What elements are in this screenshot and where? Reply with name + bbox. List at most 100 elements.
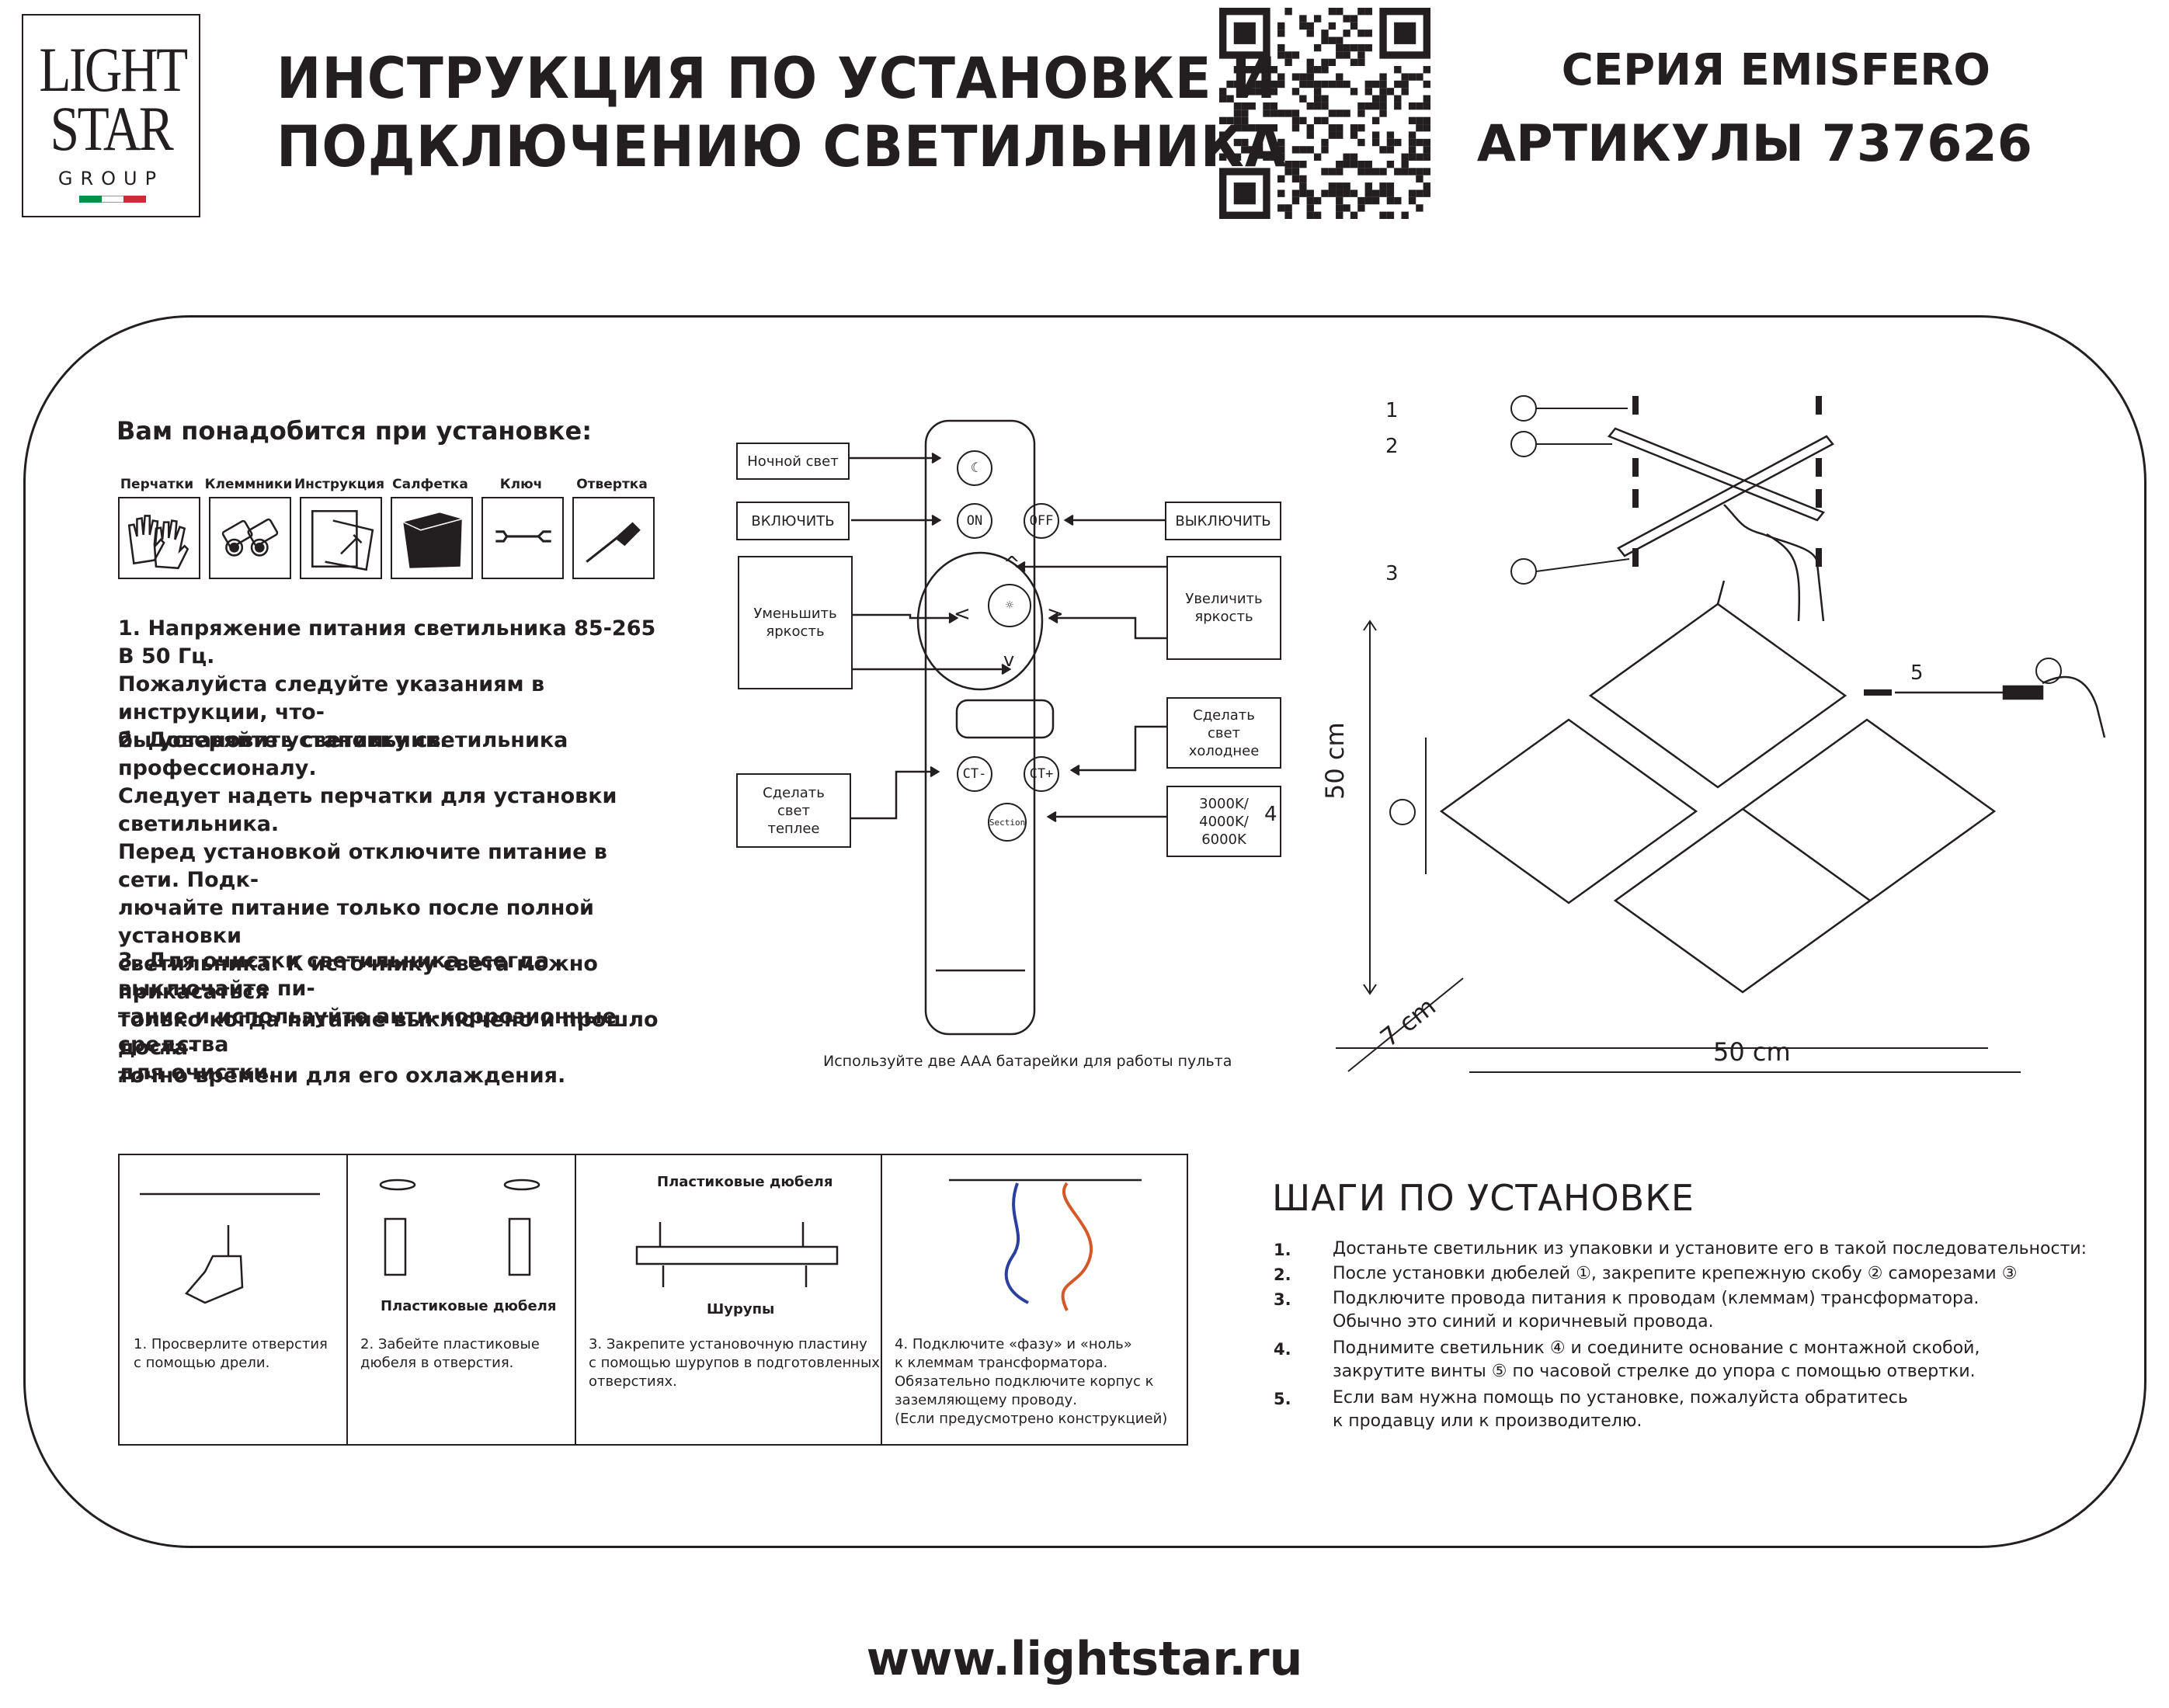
height-dimension: 50 cm [1320, 722, 1350, 800]
screws-label: Шурупы [707, 1301, 775, 1317]
table-divider [346, 1154, 348, 1446]
part-number: 4 [1264, 803, 1277, 826]
label-line: Сделать [1193, 706, 1255, 724]
note-line: точно времени для его охлаждения. [118, 1064, 566, 1088]
label-line: яркость [1194, 609, 1253, 625]
ct-minus-button[interactable]: CT- [957, 756, 992, 792]
note-line: Пожалуйста следуйте указаниям в инструкц… [118, 672, 545, 724]
note-line: для очистки. [118, 1061, 276, 1085]
note-line: Следует надеть перчатки для установки св… [118, 784, 617, 836]
remote-diagram [850, 419, 1166, 1036]
step-caption: 3. Закрепите установочную пластину с пом… [589, 1335, 880, 1391]
step-number: 4. [1274, 1340, 1291, 1359]
bulb-icon: ☼ [1005, 598, 1014, 613]
note-line: 1. Напряжение питания светильника 85-265… [118, 616, 656, 668]
table-divider [881, 1154, 882, 1446]
brand-logo: LIGHT STAR GROUP [22, 14, 200, 217]
tool-label: Перчатки [120, 477, 194, 492]
label-line: 3000K/ [1199, 795, 1249, 812]
down-arrow-icon[interactable]: v [1003, 649, 1015, 671]
wrench-icon [481, 497, 564, 579]
width-dimension-line [1469, 1071, 2021, 1073]
caption-line: 2. Забейте пластиковые [360, 1336, 540, 1352]
section-button[interactable]: Section [988, 803, 1027, 842]
note-line: только когда питание выключено и прошло … [118, 1008, 659, 1060]
step-line: Обычно это синий и коричневый провода. [1333, 1312, 1714, 1331]
note-line: 2. Доверяйте установку светильника профе… [118, 728, 568, 780]
website-link[interactable]: www.lightstar.ru [866, 1632, 1303, 1686]
brightness-button[interactable]: ☼ [988, 584, 1031, 627]
night-light-button[interactable]: ☾ [957, 450, 992, 486]
caption-line: с помощью дрели. [134, 1355, 270, 1371]
left-arrow-icon[interactable]: < [954, 602, 971, 626]
part-number: 1 [1385, 399, 1399, 422]
label-line: Уменьшить [753, 606, 837, 622]
note-2: 2. Доверяйте установку светильника профе… [118, 727, 662, 1090]
label-on: ВКЛЮЧИТЬ [736, 502, 850, 540]
tools-title: Вам понадобится при установке: [116, 416, 592, 446]
label-line: холоднее [1188, 742, 1260, 759]
title-line-1: ИНСТРУКЦИЯ ПО УСТАНОВКЕ И [276, 46, 1277, 112]
label-line: Сделать [763, 784, 825, 801]
note-line: Перед установкой отключите питание в сет… [118, 840, 607, 892]
dowels-label: Пластиковые дюбеля [381, 1298, 557, 1314]
part-number: 5 [1910, 661, 1924, 685]
manual-icon [300, 497, 382, 579]
series-name: СЕРИЯ EMISFERO [1561, 45, 1990, 95]
label-line: Увеличить [1185, 591, 1263, 607]
note-line: 3. Для очистки светильника всегда выключ… [118, 949, 550, 1001]
up-arrow-icon[interactable]: ^ [1003, 553, 1020, 576]
caption-line: с помощью шурупов в подготовленных [589, 1355, 880, 1371]
logo-line-3: GROUP [57, 168, 165, 189]
qr-code-icon [1219, 8, 1430, 219]
logo-line-2: STAR [50, 93, 174, 164]
label-line: 6000K [1201, 831, 1246, 848]
label-dim-down: Уменьшить яркость [738, 556, 853, 689]
caption-line: 4. Подключите «фазу» и «ноль» [895, 1336, 1132, 1352]
battery-note: Используйте две AAA батарейки для работы… [823, 1053, 1232, 1070]
caption-line: заземляющему проводу. [895, 1392, 1077, 1408]
label-dim-up: Увеличить яркость [1166, 556, 1281, 660]
label-line: свет [1207, 724, 1241, 741]
step-line: Поднимите светильник ④ и соедините основ… [1333, 1338, 1980, 1358]
caption-line: к клеммам трансформатора. [895, 1355, 1108, 1371]
part-number: 2 [1385, 435, 1399, 458]
step-line: Если вам нужна помощь по установке, пожа… [1333, 1388, 1908, 1408]
step-caption: 4. Подключите «фазу» и «ноль» к клеммам … [895, 1335, 1167, 1429]
step-line: После установки дюбелей ①, закрепите кре… [1333, 1264, 2018, 1283]
label-line: 4000K/ [1199, 813, 1249, 830]
content-frame [23, 315, 2146, 1548]
tool-label: Ключ [499, 477, 543, 492]
step-number: 3. [1274, 1290, 1291, 1309]
tool-label: Инструкция [294, 477, 385, 492]
cloth-icon [391, 497, 473, 579]
moon-icon: ☾ [970, 460, 979, 476]
note-line: тание и используйте анти-коррозионные ср… [118, 1005, 617, 1057]
ct-plus-button[interactable]: CT+ [1024, 756, 1059, 792]
caption-line: 3. Закрепите установочную пластину [589, 1336, 867, 1352]
title-line-2: ПОДКЛЮЧЕНИЮ СВЕТИЛЬНИКА [276, 114, 1287, 180]
page-title: ИНСТРУКЦИЯ ПО УСТАНОВКЕ И ПОДКЛЮЧЕНИЮ СВ… [276, 45, 1287, 182]
note-line: бы установить светильник. [118, 728, 448, 752]
step-line: Подключите провода питания к проводам (к… [1333, 1289, 1980, 1308]
step-number: 1. [1274, 1241, 1291, 1259]
part-number: 3 [1385, 562, 1399, 585]
label-night-light: Ночной свет [736, 443, 850, 480]
label-line: теплее [767, 820, 820, 837]
screwdriver-icon [572, 497, 655, 579]
off-button[interactable]: OFF [1024, 503, 1059, 539]
mount-steps-table [118, 1154, 1188, 1446]
mount-steps-drawings [140, 1179, 1142, 1311]
tool-label: Клеммники [204, 477, 293, 492]
caption-line: (Если предусмотрено конструкцией) [895, 1411, 1168, 1427]
step-line: закрутите винты ⑤ по часовой стрелке до … [1333, 1362, 1976, 1381]
step-number: 2. [1274, 1265, 1291, 1284]
caption-line: Обязательно подключите корпус к [895, 1373, 1154, 1390]
step-line: к продавцу или к производителю. [1333, 1411, 1642, 1431]
right-arrow-icon[interactable]: > [1047, 602, 1064, 626]
on-button[interactable]: ON [957, 503, 992, 539]
fixture-diagram [1336, 395, 2106, 1072]
label-line: свет [777, 802, 811, 819]
step-caption: 1. Просверлите отверстия с помощью дрели… [134, 1335, 328, 1373]
caption-line: дюбеля в отверстия. [360, 1355, 514, 1371]
